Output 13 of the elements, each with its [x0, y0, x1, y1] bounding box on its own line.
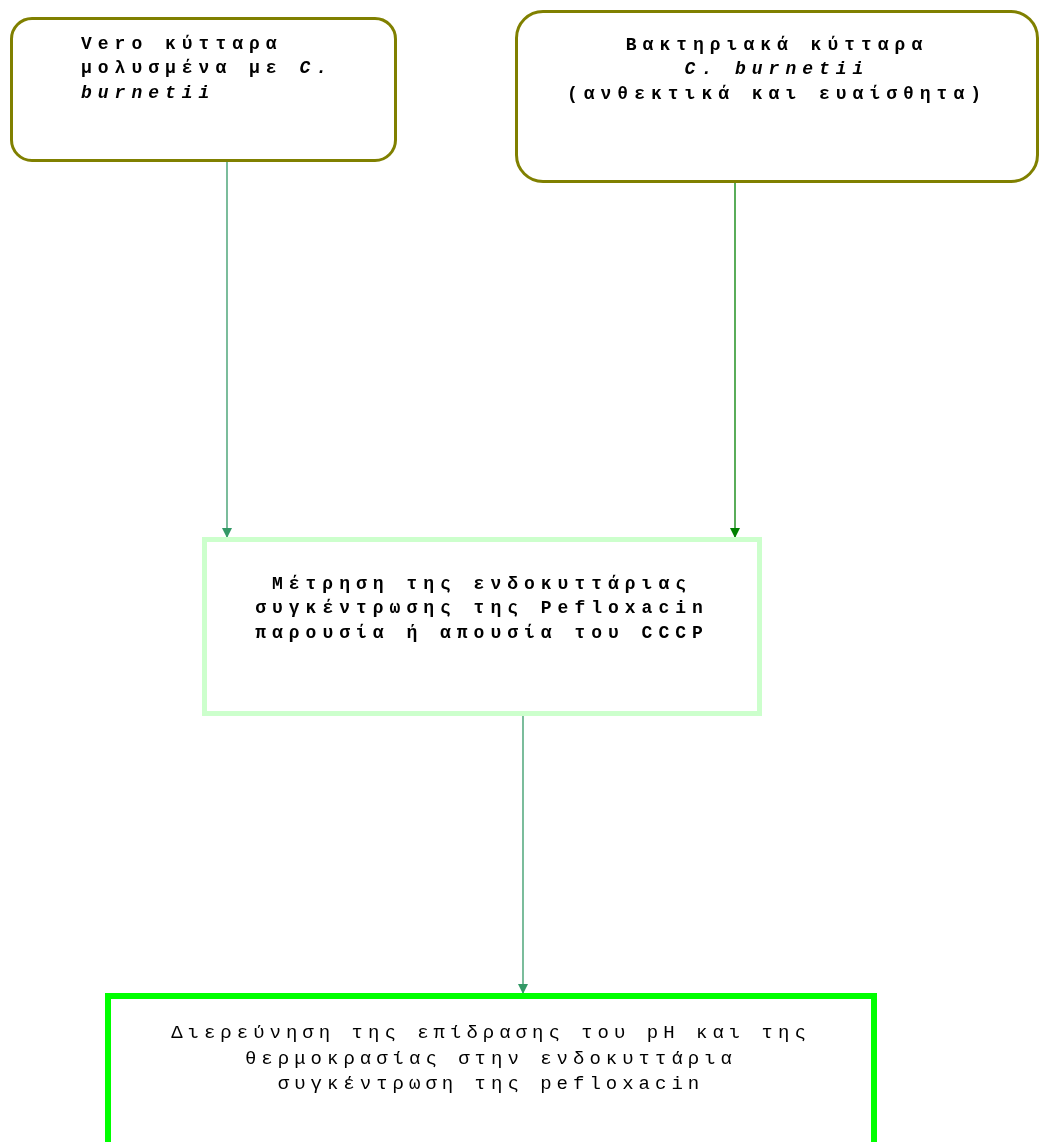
process-box [515, 10, 1039, 183]
arrow [518, 715, 528, 994]
process-box [105, 993, 877, 1142]
box-text: Vero κύτταρα μολυσμένα με C. burnetii [81, 33, 335, 105]
process-box [10, 17, 397, 162]
box-text: Διερεύνηση της επίδρασης του pH και της θερμοκρασίας στην ενδοκυττάρια συγκέντρωση της pefloxacin [171, 1021, 811, 1098]
box-text: Μέτρηση της ενδοκυττάριας συγκέντρωσης της Pefloxacin παρουσία ή απουσία του CCCP [254, 573, 710, 645]
box-text: Βακτηριακά κύτταρα [625, 34, 929, 57]
arrow [222, 161, 232, 538]
box-text: (ανθεκτικά και ευαίσθητα) [566, 82, 987, 106]
arrow [730, 182, 740, 538]
box-text: C. burnetii [684, 58, 870, 82]
process-box [202, 537, 762, 716]
